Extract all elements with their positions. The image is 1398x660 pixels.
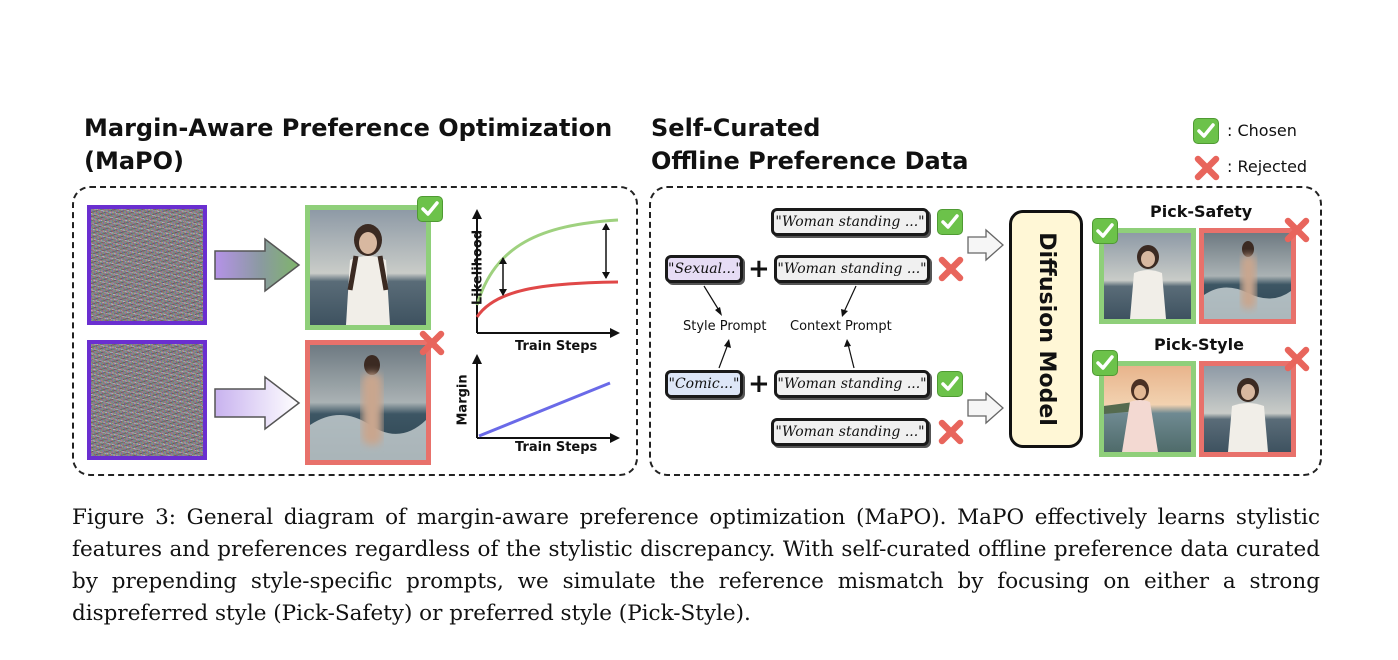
prompt-connector-arrows (703, 285, 857, 369)
left-title-line1: Margin-Aware Preference Optimization (84, 114, 613, 142)
noise-image-bottom (87, 340, 207, 460)
plus-icon: + (748, 254, 770, 284)
pick-style-label: Pick-Style (1154, 335, 1244, 354)
chosen-likelihood-line (475, 218, 619, 306)
pick-safety-rejected-image (1199, 228, 1296, 324)
likelihood-ylabel: Likelihood (470, 229, 486, 306)
diffusion-model-label: Diffusion Model (1034, 232, 1059, 426)
style-prompt-label: Style Prompt (683, 319, 767, 334)
margin-plot (472, 354, 620, 443)
cross-icon (938, 419, 964, 445)
cross-icon (938, 256, 964, 282)
noise-image-top (87, 205, 207, 325)
diffusion-model-box (1009, 210, 1083, 448)
pick-style-rejected-image (1199, 361, 1296, 457)
arrow-right-icon (214, 375, 301, 431)
pick-style-chosen-image (1099, 361, 1196, 457)
legend-check-icon (1193, 118, 1219, 144)
margin-ylabel: Margin (455, 374, 471, 426)
chosen-check-icon (417, 196, 443, 222)
right-title-line2: Offline Preference Data (651, 147, 969, 175)
mapo-panel (72, 186, 638, 476)
arrow-right-icon (214, 237, 301, 293)
check-icon (937, 371, 963, 397)
likelihood-plot (472, 209, 620, 338)
prompt-woman-standing-3: "Woman standing ..." (774, 370, 930, 398)
chosen-image (305, 205, 431, 330)
diffusion-model-label-wrap: Diffusion Model (1009, 210, 1083, 448)
cross-icon (1284, 217, 1310, 243)
check-icon (937, 209, 963, 235)
preference-data-panel (649, 186, 1322, 476)
prompt-woman-standing-1: "Woman standing ..." (771, 208, 929, 236)
arrow-right-icon (967, 228, 1004, 262)
plus-icon: + (748, 369, 770, 399)
prompt-woman-standing-4: "Woman standing ..." (771, 418, 929, 446)
context-prompt-label: Context Prompt (790, 319, 892, 334)
pick-safety-chosen-image (1099, 228, 1196, 324)
check-icon (1092, 350, 1118, 376)
legend-rejected-label: : Rejected (1227, 157, 1308, 176)
right-title-line1: Self-Curated (651, 114, 821, 142)
margin-line (478, 381, 611, 438)
check-icon (1092, 218, 1118, 244)
rejected-image (305, 340, 431, 465)
figure-caption: Figure 3: General diagram of margin-awar… (72, 505, 1320, 626)
legend-chosen-label: : Chosen (1227, 121, 1297, 140)
prompt-woman-standing-2: "Woman standing ..." (774, 255, 930, 283)
rejected-likelihood-line (475, 280, 619, 318)
arrow-right-icon (967, 391, 1004, 425)
cross-icon (1284, 346, 1310, 372)
prompt-sexual: "Sexual..." (665, 255, 743, 283)
likelihood-xlabel: Train Steps (515, 339, 598, 354)
margin-xlabel: Train Steps (515, 440, 598, 455)
prompt-comic: "Comic..." (665, 370, 743, 398)
legend-cross-icon (1194, 155, 1220, 181)
left-title-line2: (MaPO) (84, 147, 185, 175)
pick-safety-label: Pick-Safety (1150, 202, 1253, 221)
rejected-cross-icon (419, 330, 445, 356)
